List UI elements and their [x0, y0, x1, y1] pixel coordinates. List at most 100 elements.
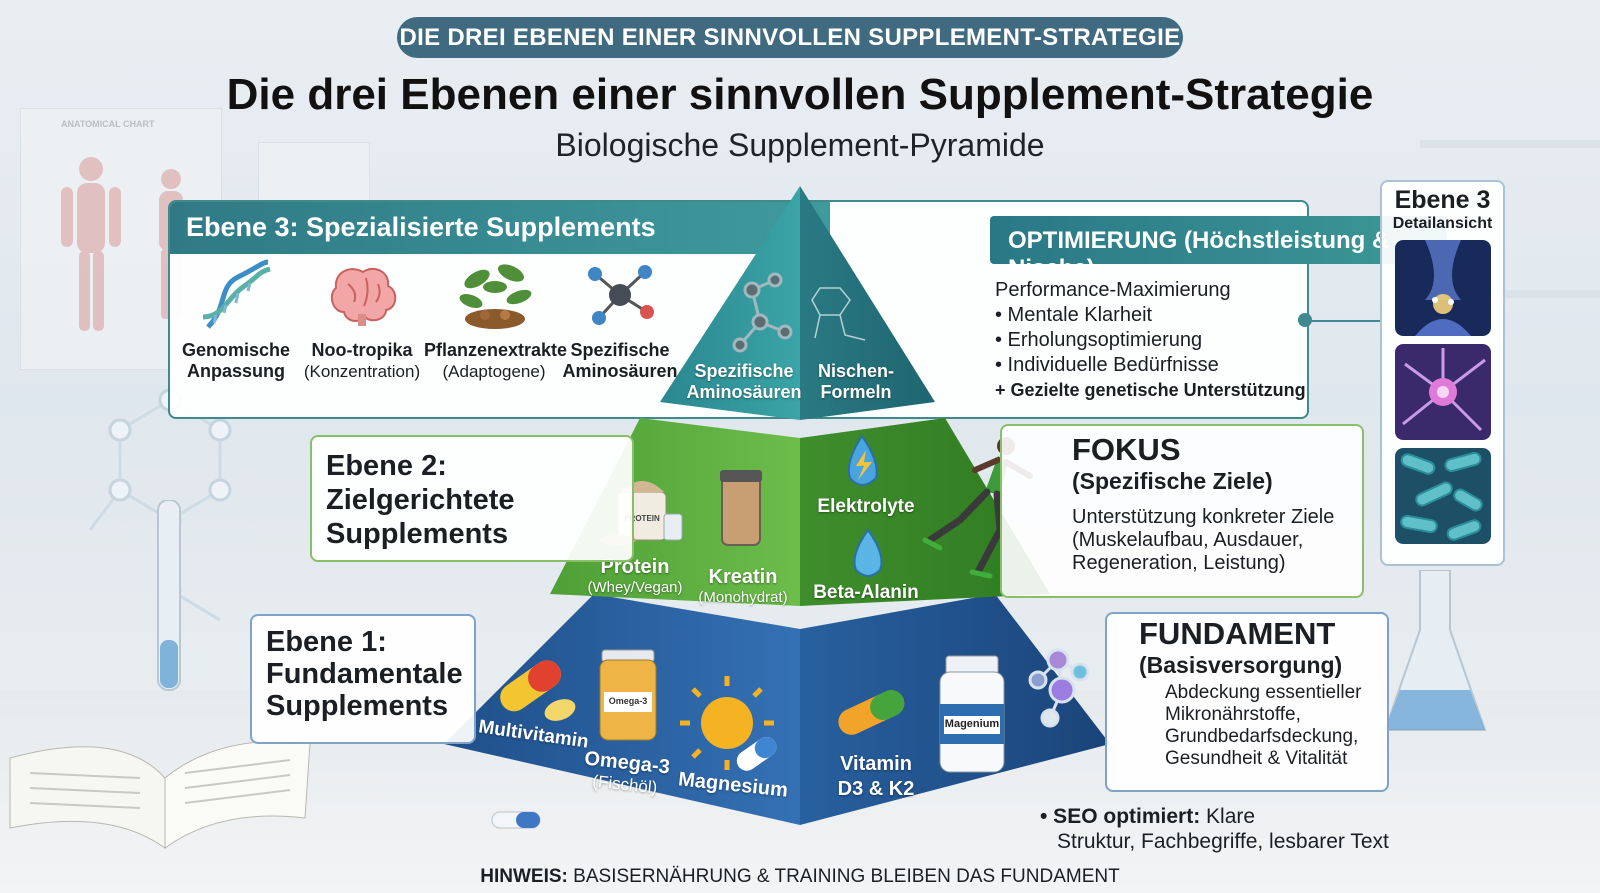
- level3-list-item: • Mentale Klarheit: [995, 304, 1153, 326]
- detail-connector-line: [1305, 320, 1380, 322]
- icon-label-title2: Aminosäuren: [562, 361, 678, 381]
- detail-connector-dot: [1298, 313, 1312, 327]
- level3-header-text: Ebene 3: Spezialisierte Supplements: [186, 212, 656, 242]
- foundation-subheading: (Basisversorgung): [1139, 652, 1343, 678]
- omega3-jar-label: Omega-3: [608, 696, 648, 706]
- foundation-body-line: Gesundheit & Vitalität: [1165, 748, 1348, 769]
- icon-label-amino: Spezifische Aminosäuren: [560, 340, 680, 382]
- level3-right-header-text: OPTIMIERUNG (Höchstleistung & Nische): [1008, 227, 1390, 282]
- shaker-bottle-icon: [720, 470, 762, 546]
- protein-tub-label: PROTEIN: [624, 514, 660, 523]
- chemical-formula-icon: [811, 287, 866, 341]
- level3-detail-panel: Ebene 3 Detailansicht: [1380, 180, 1505, 566]
- herbs-icon: [459, 264, 532, 329]
- pyramid-label-sub: (Whey/Vegan): [587, 579, 683, 596]
- background-flask-icon: [1383, 570, 1487, 731]
- pyramid-label-line: Spezifische: [694, 361, 794, 381]
- focus-subheading: (Spezifische Ziele): [1072, 468, 1273, 494]
- dna-icon: [202, 259, 271, 329]
- bacteria-image: [1395, 448, 1491, 544]
- pyramid-label-line: D3 & K2: [837, 778, 915, 800]
- level1-title-line: Fundamentale: [266, 658, 463, 690]
- seo-text: Klare: [1200, 805, 1256, 828]
- pyramid-label-beta-alanine: Beta-Alanin: [813, 582, 919, 603]
- level2-title-line: Ebene 2:: [326, 450, 447, 482]
- level2-focus-panel: FOKUS (Spezifische Ziele) Unterstützung …: [1000, 424, 1364, 598]
- pyramid-label-line: Formeln: [820, 382, 892, 402]
- synapse-image: [1395, 240, 1491, 336]
- seo-note: • SEO optimiert: Klare Struktur, Fachbeg…: [1040, 804, 1389, 854]
- foundation-heading: FUNDAMENT: [1139, 616, 1336, 651]
- level3-benefits-list: Performance-Maximierung • Mentale Klarhe…: [995, 278, 1306, 403]
- icon-label-title2: Anpassung: [186, 361, 285, 381]
- pyramid-label-sub: (Monohydrat): [698, 589, 788, 606]
- amino-acid-molecule-icon: [732, 272, 793, 353]
- level2-title-line: Supplements: [326, 518, 509, 550]
- level3-list-item: • Erholungsoptimierung: [995, 329, 1203, 351]
- sun-icon: [680, 676, 777, 771]
- pyramid-label-creatine: Kreatin (Monohydrat): [688, 566, 798, 606]
- molecule-icon: [588, 265, 654, 325]
- pyramid-tier-3: [660, 186, 935, 420]
- top-banner: DIE DREI EBENEN EINER SINNVOLLEN SUPPLEM…: [397, 17, 1183, 58]
- level1-foundation-panel: FUNDAMENT (Basisversorgung) Abdeckung es…: [1105, 612, 1389, 792]
- pyramid-label-vitamin-d3k2: Vitamin D3 & K2: [826, 752, 926, 802]
- icon-label-plants: Pflanzenextrakte (Adaptogene): [424, 340, 568, 382]
- level1-title-line: Ebene 1:: [266, 626, 387, 658]
- icon-label-sub: (Adaptogene): [442, 362, 546, 381]
- pyramid-label-niche: Nischen- Formeln: [806, 361, 906, 403]
- multivitamin-pill-icon: [500, 660, 576, 721]
- focus-body-line: Unterstützung konkreter Ziele: [1072, 506, 1335, 528]
- open-book-icon: [9, 740, 311, 849]
- foundation-body: Abdeckung essentieller Mikronährstoffe, …: [1165, 682, 1385, 770]
- magnesium-jar-icon: [939, 655, 1005, 773]
- omega3-jar-icon: [599, 649, 657, 741]
- focus-body-line: Regeneration, Leistung): [1072, 552, 1286, 574]
- seo-label: • SEO optimiert:: [1040, 805, 1201, 828]
- icon-label-title: Spezifische: [570, 340, 670, 360]
- level3-list-item: • Individuelle Bedürfnisse: [995, 354, 1219, 376]
- note-text: BASISERNÄHRUNG & TRAINING BLEIBEN DAS FU…: [567, 866, 1120, 887]
- foundation-body-line: Abdeckung essentieller: [1165, 682, 1362, 703]
- level2-panel: Ebene 2: Zielgerichtete Supplements: [310, 435, 634, 562]
- focus-body: Unterstützung konkreter Ziele (Muskelauf…: [1072, 506, 1362, 575]
- pyramid-label-electrolytes: Elektrolyte: [817, 496, 915, 517]
- detail-title: Ebene 3: [1394, 186, 1491, 214]
- icon-label-title: Pflanzenextrakte: [424, 340, 568, 360]
- page-subtitle: Biologische Supplement-Pyramide: [555, 127, 1045, 163]
- pyramid-label-line: Nischen-: [817, 361, 895, 381]
- background-poster-title: ANATOMICAL CHART: [61, 119, 155, 129]
- mineral-molecule-icon: [1028, 648, 1090, 728]
- page-title: Die drei Ebenen einer sinnvollen Supplem…: [226, 70, 1374, 119]
- pyramid-label-protein: Protein (Whey/Vegan): [580, 556, 690, 596]
- level1-title-line: Supplements: [266, 690, 449, 722]
- bottom-note: HINWEIS: BASISERNÄHRUNG & TRAINING BLEIB…: [0, 866, 1600, 888]
- level1-title: Ebene 1: Fundamentale Supplements: [266, 626, 463, 722]
- capsule-icon: [491, 811, 541, 829]
- seo-text-line2: Struktur, Fachbegriffe, lesbarer Text: [1057, 830, 1389, 853]
- icon-label-title: Genomische: [181, 340, 291, 360]
- icon-label-nootropics: Noo-tropika (Konzentration): [297, 340, 427, 382]
- note-label: HINWEIS:: [480, 866, 568, 887]
- foundation-body-line: Grundbedarfsdeckung,: [1165, 726, 1359, 747]
- pyramid-label-line: Kreatin: [708, 566, 778, 588]
- background-shelf: [1420, 290, 1600, 298]
- level3-right-header: OPTIMIERUNG (Höchstleistung & Nische): [990, 216, 1447, 282]
- icon-label-sub: (Konzentration): [303, 362, 421, 381]
- brain-icon: [330, 267, 397, 326]
- neuron-image: [1395, 344, 1491, 440]
- water-drop-icon: [853, 528, 883, 577]
- lightning-drop-icon: [847, 434, 878, 486]
- vitamin-d-capsule-icon: [838, 690, 905, 735]
- foundation-body-line: Mikronährstoffe,: [1165, 704, 1301, 725]
- pyramid-label-line: Aminosäuren: [686, 382, 802, 402]
- background-shelf: [1420, 140, 1600, 148]
- level3-list-title: Performance-Maximierung: [995, 279, 1231, 301]
- icon-label-title: Noo-tropika: [311, 340, 413, 360]
- level3-header: Ebene 3: Spezialisierte Supplements: [170, 202, 830, 254]
- level2-title-line: Zielgerichtete: [326, 484, 515, 516]
- icon-label-genomic: Genomische Anpassung: [176, 340, 296, 382]
- magnesium-jar-label: Magenium: [944, 718, 1000, 730]
- pyramid-label-line: Vitamin: [840, 753, 912, 775]
